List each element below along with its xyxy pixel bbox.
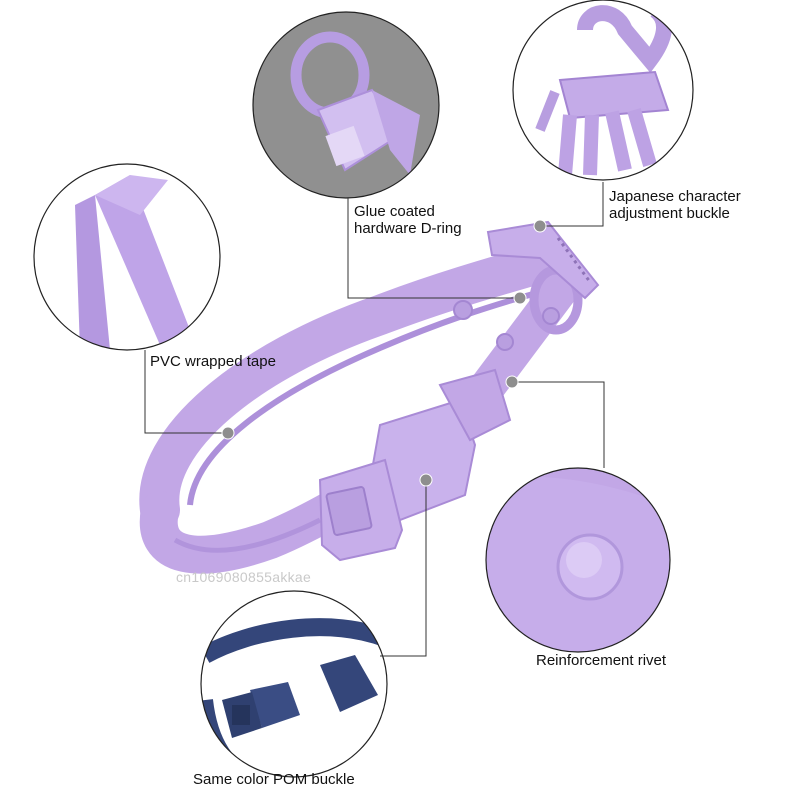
watermark: cn1069080855akkae xyxy=(176,569,312,585)
label-d-ring-line1: Glue coated xyxy=(354,203,435,220)
detail-d-ring xyxy=(252,11,440,199)
label-adjustment-buckle-line1: Japanese character xyxy=(609,188,741,205)
leader-pvc-tape xyxy=(144,350,228,434)
leader-pom-buckle xyxy=(380,480,427,657)
label-pom-buckle: Same color POM buckle xyxy=(193,771,355,788)
leader-adjustment-buckle xyxy=(540,182,604,227)
main-collar xyxy=(139,220,600,574)
label-rivet: Reinforcement rivet xyxy=(536,652,667,669)
label-adjustment-buckle-line2: adjustment buckle xyxy=(609,205,730,222)
callout-dots xyxy=(221,219,547,487)
leader-lines xyxy=(144,182,605,657)
label-adjustment-buckle: Japanese character adjustment buckle xyxy=(609,188,741,222)
leader-rivet xyxy=(512,381,605,468)
dot-pvc-tape xyxy=(221,426,235,440)
detail-adjustment-buckle xyxy=(512,0,694,181)
leader-d-ring xyxy=(347,198,520,299)
dot-adjustment-buckle xyxy=(533,219,547,233)
dot-rivet xyxy=(505,375,519,389)
label-d-ring: Glue coated hardware D-ring xyxy=(354,203,462,237)
dot-pom-buckle xyxy=(419,473,433,487)
label-pvc-tape: PVC wrapped tape xyxy=(150,353,276,370)
detail-pom-buckle xyxy=(200,590,388,778)
label-d-ring-line2: hardware D-ring xyxy=(354,220,462,237)
detail-pvc-tape xyxy=(33,163,221,351)
dot-d-ring xyxy=(513,291,527,305)
